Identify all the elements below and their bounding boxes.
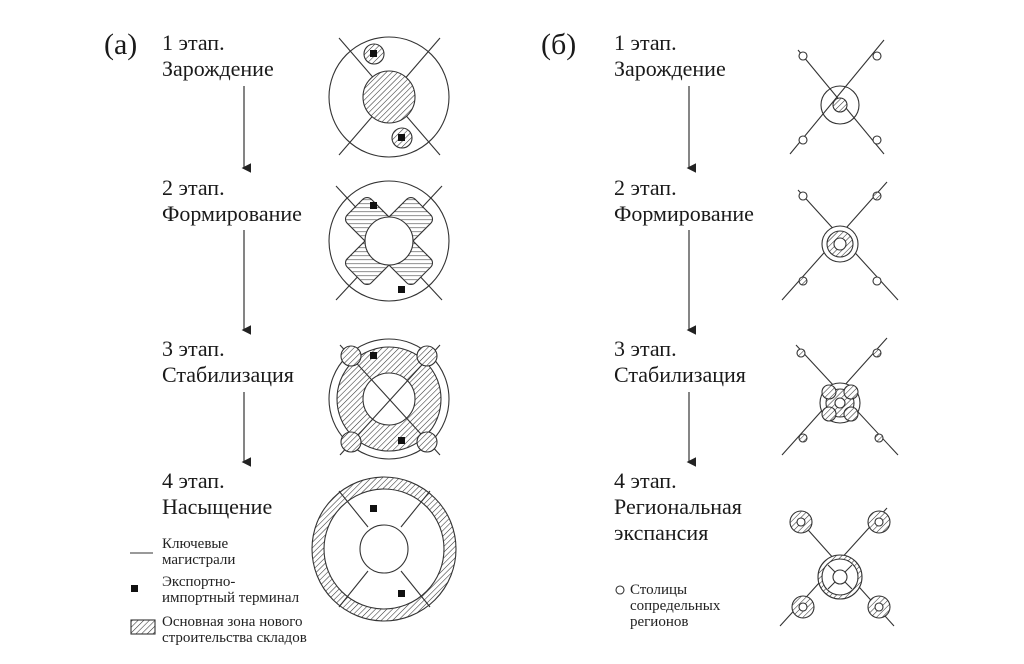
panel-b-stage-3-name: Стабилизация bbox=[614, 362, 746, 387]
legend-highways-line1: Ключевые bbox=[162, 536, 229, 552]
panel-a-stage-4-name: Насыщение bbox=[162, 494, 273, 519]
panel-a-stage-2-diagram bbox=[328, 180, 450, 302]
panel-a-legend-symbols bbox=[130, 552, 156, 635]
export-import-terminal-icon bbox=[131, 585, 138, 592]
legend-terminal-line2: импортный терминал bbox=[162, 590, 300, 606]
panel-b-stage-1-name: Зарождение bbox=[614, 56, 726, 81]
panel-b-stage-1-step: 1 этап. bbox=[614, 30, 677, 55]
panel-a-stage-4-step: 4 этап. bbox=[162, 468, 225, 493]
legend-warehouse-line1: Основная зона нового bbox=[162, 614, 303, 630]
legend-highways-line2: магистрали bbox=[162, 552, 236, 568]
panel-a-stage-2-name: Формирование bbox=[162, 201, 302, 226]
panel-b-stage-4-name-line2: экспансия bbox=[614, 520, 709, 545]
legend-capitals-line3: регионов bbox=[630, 614, 689, 630]
legend-terminal-line1: Экспортно- bbox=[162, 574, 236, 590]
panel-b-stage-1-diagram bbox=[789, 39, 885, 155]
panel-a-stage-3-name: Стабилизация bbox=[162, 362, 294, 387]
panel-a-stage-1-name: Зарождение bbox=[162, 56, 274, 81]
legend-capitals-line2: сопредельных bbox=[630, 598, 721, 614]
panel-b-stage-3-step: 3 этап. bbox=[614, 336, 677, 361]
panel-a-stage-1-step: 1 этап. bbox=[162, 30, 225, 55]
panel-b-stage-3-diagram bbox=[781, 337, 899, 456]
panel-a-stage-3-diagram bbox=[328, 338, 450, 460]
legend-warehouse-line2: строительства складов bbox=[162, 630, 307, 646]
panel-b-label: (б) bbox=[541, 28, 577, 61]
panel-b-stage-4-name: Региональная bbox=[614, 494, 742, 519]
panel-b-stage-4-diagram bbox=[779, 507, 895, 627]
panel-a-stage-1-diagram bbox=[328, 36, 450, 158]
panel-a-stage-4-diagram bbox=[311, 476, 457, 622]
neighbor-capital-icon bbox=[615, 585, 625, 595]
panel-b-stage-2-step: 2 этап. bbox=[614, 175, 677, 200]
panel-b-stage-2-name: Формирование bbox=[614, 201, 754, 226]
legend-capitals-line1: Столицы bbox=[630, 582, 688, 598]
panel-a-stage-3-step: 3 этап. bbox=[162, 336, 225, 361]
panel-a-label: (а) bbox=[104, 28, 138, 61]
warehouse-zone-hatch-icon bbox=[130, 619, 156, 635]
panel-b-stage-2-diagram bbox=[781, 181, 899, 301]
panel-a-stage-2-step: 2 этап. bbox=[162, 175, 225, 200]
panel-b-stage-4-step: 4 этап. bbox=[614, 468, 677, 493]
